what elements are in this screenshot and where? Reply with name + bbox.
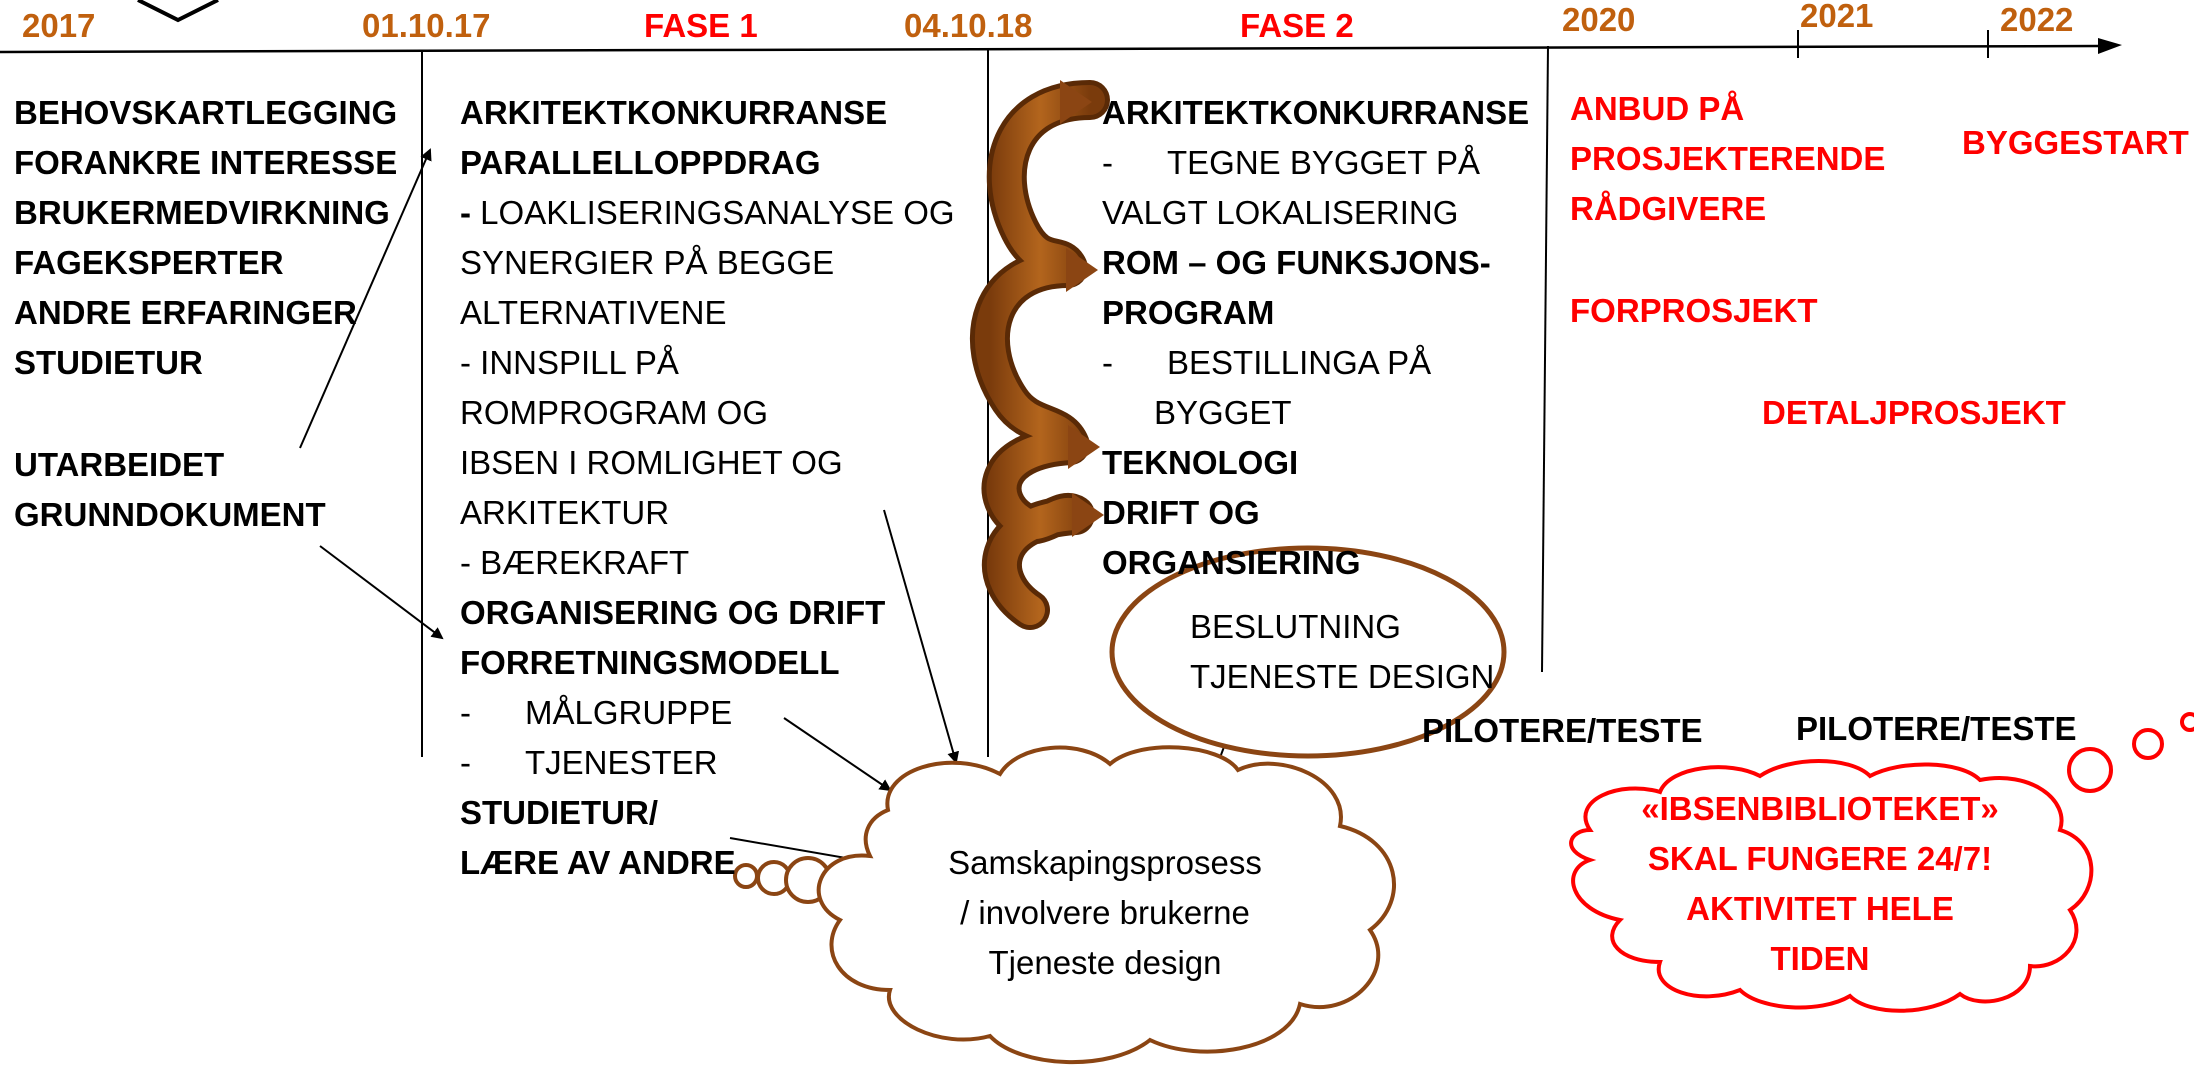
col2-item-text: TJENESTER xyxy=(525,744,718,781)
arrow-arkitektur-to-cloud xyxy=(883,509,960,764)
col3-list: ARKITEKTKONKURRANSE - TEGNE BYGGET PÅ VAL… xyxy=(1102,88,1529,588)
anbud-line: RÅDGIVERE xyxy=(1570,190,1767,227)
brown-spiral-arrow xyxy=(969,80,1110,630)
col2-item: ARKITEKTKONKURRANSE xyxy=(460,94,888,131)
cloud2-line: AKTIVITET HELE xyxy=(1686,890,1954,927)
dash-bullet: - xyxy=(460,694,471,731)
dash-bullet: - xyxy=(460,744,471,781)
pilot-left-label: PILOTERE/TESTE xyxy=(1422,712,1703,749)
col2-item: - MÅLGRUPPE xyxy=(460,688,955,738)
col2-item: LÆRE AV ANDRE xyxy=(460,844,736,881)
col2-item-text: LOAKLISERINGSANALYSE OG xyxy=(471,194,955,231)
dash-bullet: - xyxy=(1102,144,1113,181)
col2-list: ARKITEKTKONKURRANSE PARALLELLOPPDRAG - L… xyxy=(460,88,955,888)
label-2021: 2021 xyxy=(1800,0,1874,34)
forprosjekt-label: FORPROSJEKT xyxy=(1570,292,1818,329)
decision-line: TJENESTE DESIGN xyxy=(1190,658,1495,695)
col2-item: - LOAKLISERINGSANALYSE OG xyxy=(460,188,955,238)
label-fase-1: FASE 1 xyxy=(644,7,758,44)
col3-item: ROM – OG FUNKSJONS- xyxy=(1102,244,1491,281)
top-left-chevron xyxy=(137,0,219,23)
arrow-to-parallel xyxy=(299,148,432,449)
anbud-line: ANBUD PÅ xyxy=(1570,90,1745,127)
byggestart-label: BYGGESTART xyxy=(1962,124,2189,161)
pilot-right-label: PILOTERE/TESTE xyxy=(1796,710,2077,747)
col3-item: DRIFT OG xyxy=(1102,494,1260,531)
col3-item: TEKNOLOGI xyxy=(1102,444,1299,481)
col1-item: BRUKERMEDVIRKNING xyxy=(14,194,390,231)
col3-item-text: BESTILLINGA PÅ xyxy=(1167,344,1432,381)
dash-bullet: - xyxy=(460,194,471,231)
arrow-tjenester-to-cloud xyxy=(783,717,892,792)
col2-item: ROMPROGRAM OG xyxy=(460,394,769,431)
anbud-line: PROSJEKTERENDE xyxy=(1570,140,1886,177)
cloud1-line: Samskapingsprosess xyxy=(948,844,1262,881)
ibsen-cloud-text: «IBSENBIBLIOTEKET» SKAL FUNGERE 24/7! AK… xyxy=(1600,784,2040,984)
separator-3 xyxy=(1541,45,1549,673)
label-2022: 2022 xyxy=(2000,1,2074,38)
col1-grunndokument: UTARBEIDET GRUNNDOKUMENT xyxy=(14,440,326,540)
col2-item: ORGANISERING OG DRIFT xyxy=(460,594,886,631)
col2-item: ARKITEKTUR xyxy=(460,494,670,531)
decision-line: BESLUTNING xyxy=(1190,608,1401,645)
col2-item: SYNERGIER PÅ BEGGE xyxy=(460,244,835,281)
col2-item: FORRETNINGSMODELL xyxy=(460,644,840,681)
timeline-arrowhead xyxy=(2098,38,2122,54)
label-04-10-18: 04.10.18 xyxy=(904,7,1033,44)
cloud2-line: SKAL FUNGERE 24/7! xyxy=(1647,840,1993,877)
dash-bullet: - xyxy=(1102,344,1113,381)
label-2020: 2020 xyxy=(1562,1,1636,38)
detaljprosjekt-label: DETALJPROSJEKT xyxy=(1762,394,2066,431)
arrow-to-organisering xyxy=(319,545,444,640)
col2-item: - BÆREKRAFT xyxy=(460,544,690,581)
col3-item: - BESTILLINGA PÅ xyxy=(1102,338,1529,388)
decision-text: BESLUTNING TJENESTE DESIGN xyxy=(1190,602,1494,702)
col2-item: - INNSPILL PÅ xyxy=(460,344,679,381)
col1-item: FORANKRE INTERESSE xyxy=(14,144,398,181)
col2-item: - TJENESTER xyxy=(460,738,955,788)
label-2017: 2017 xyxy=(22,7,96,44)
col3-item: ARKITEKTKONKURRANSE xyxy=(1102,94,1530,131)
timeline-axis xyxy=(0,44,2101,54)
col1-item: ANDRE ERFARINGER xyxy=(14,294,357,331)
anbud-block: ANBUD PÅ PROSJEKTERENDE RÅDGIVERE xyxy=(1570,84,1885,234)
col3-item: PROGRAM xyxy=(1102,294,1275,331)
col3-item-text: TEGNE BYGGET PÅ xyxy=(1167,144,1480,181)
col3-item: ORGANSIERING xyxy=(1102,544,1361,581)
samskaping-cloud-text: Samskapingsprosess / involvere brukerne … xyxy=(900,838,1310,988)
col2-item: PARALLELLOPPDRAG xyxy=(460,144,821,181)
col3-item: VALGT LOKALISERING xyxy=(1102,194,1459,231)
cloud2-line: TIDEN xyxy=(1770,940,1870,977)
grunndokument-line: UTARBEIDET xyxy=(14,446,225,483)
col1-list: BEHOVSKARTLEGGING FORANKRE INTERESSE BRU… xyxy=(14,88,397,388)
cloud1-line: / involvere brukerne xyxy=(960,894,1250,931)
col3-item: - TEGNE BYGGET PÅ xyxy=(1102,138,1529,188)
ibsen-cloud-shape xyxy=(1569,712,2194,1013)
col1-item: FAGEKSPERTER xyxy=(14,244,284,281)
cloud2-line: «IBSENBIBLIOTEKET» xyxy=(1641,790,1999,827)
col2-item: IBSEN I ROMLIGHET OG xyxy=(460,444,843,481)
col1-item: STUDIETUR xyxy=(14,344,203,381)
label-fase-2: FASE 2 xyxy=(1240,7,1354,44)
col1-item: BEHOVSKARTLEGGING xyxy=(14,94,398,131)
col2-item: ALTERNATIVENE xyxy=(460,294,727,331)
col2-item-text: MÅLGRUPPE xyxy=(525,694,733,731)
samskaping-cloud-shape xyxy=(733,745,1396,1064)
col3-item: BYGGET xyxy=(1154,394,1292,431)
grunndokument-line: GRUNNDOKUMENT xyxy=(14,496,326,533)
cloud1-line: Tjeneste design xyxy=(988,944,1222,981)
col2-item: STUDIETUR/ xyxy=(460,794,658,831)
label-01-10-17: 01.10.17 xyxy=(362,7,491,44)
decision-ellipse xyxy=(1109,545,1507,759)
